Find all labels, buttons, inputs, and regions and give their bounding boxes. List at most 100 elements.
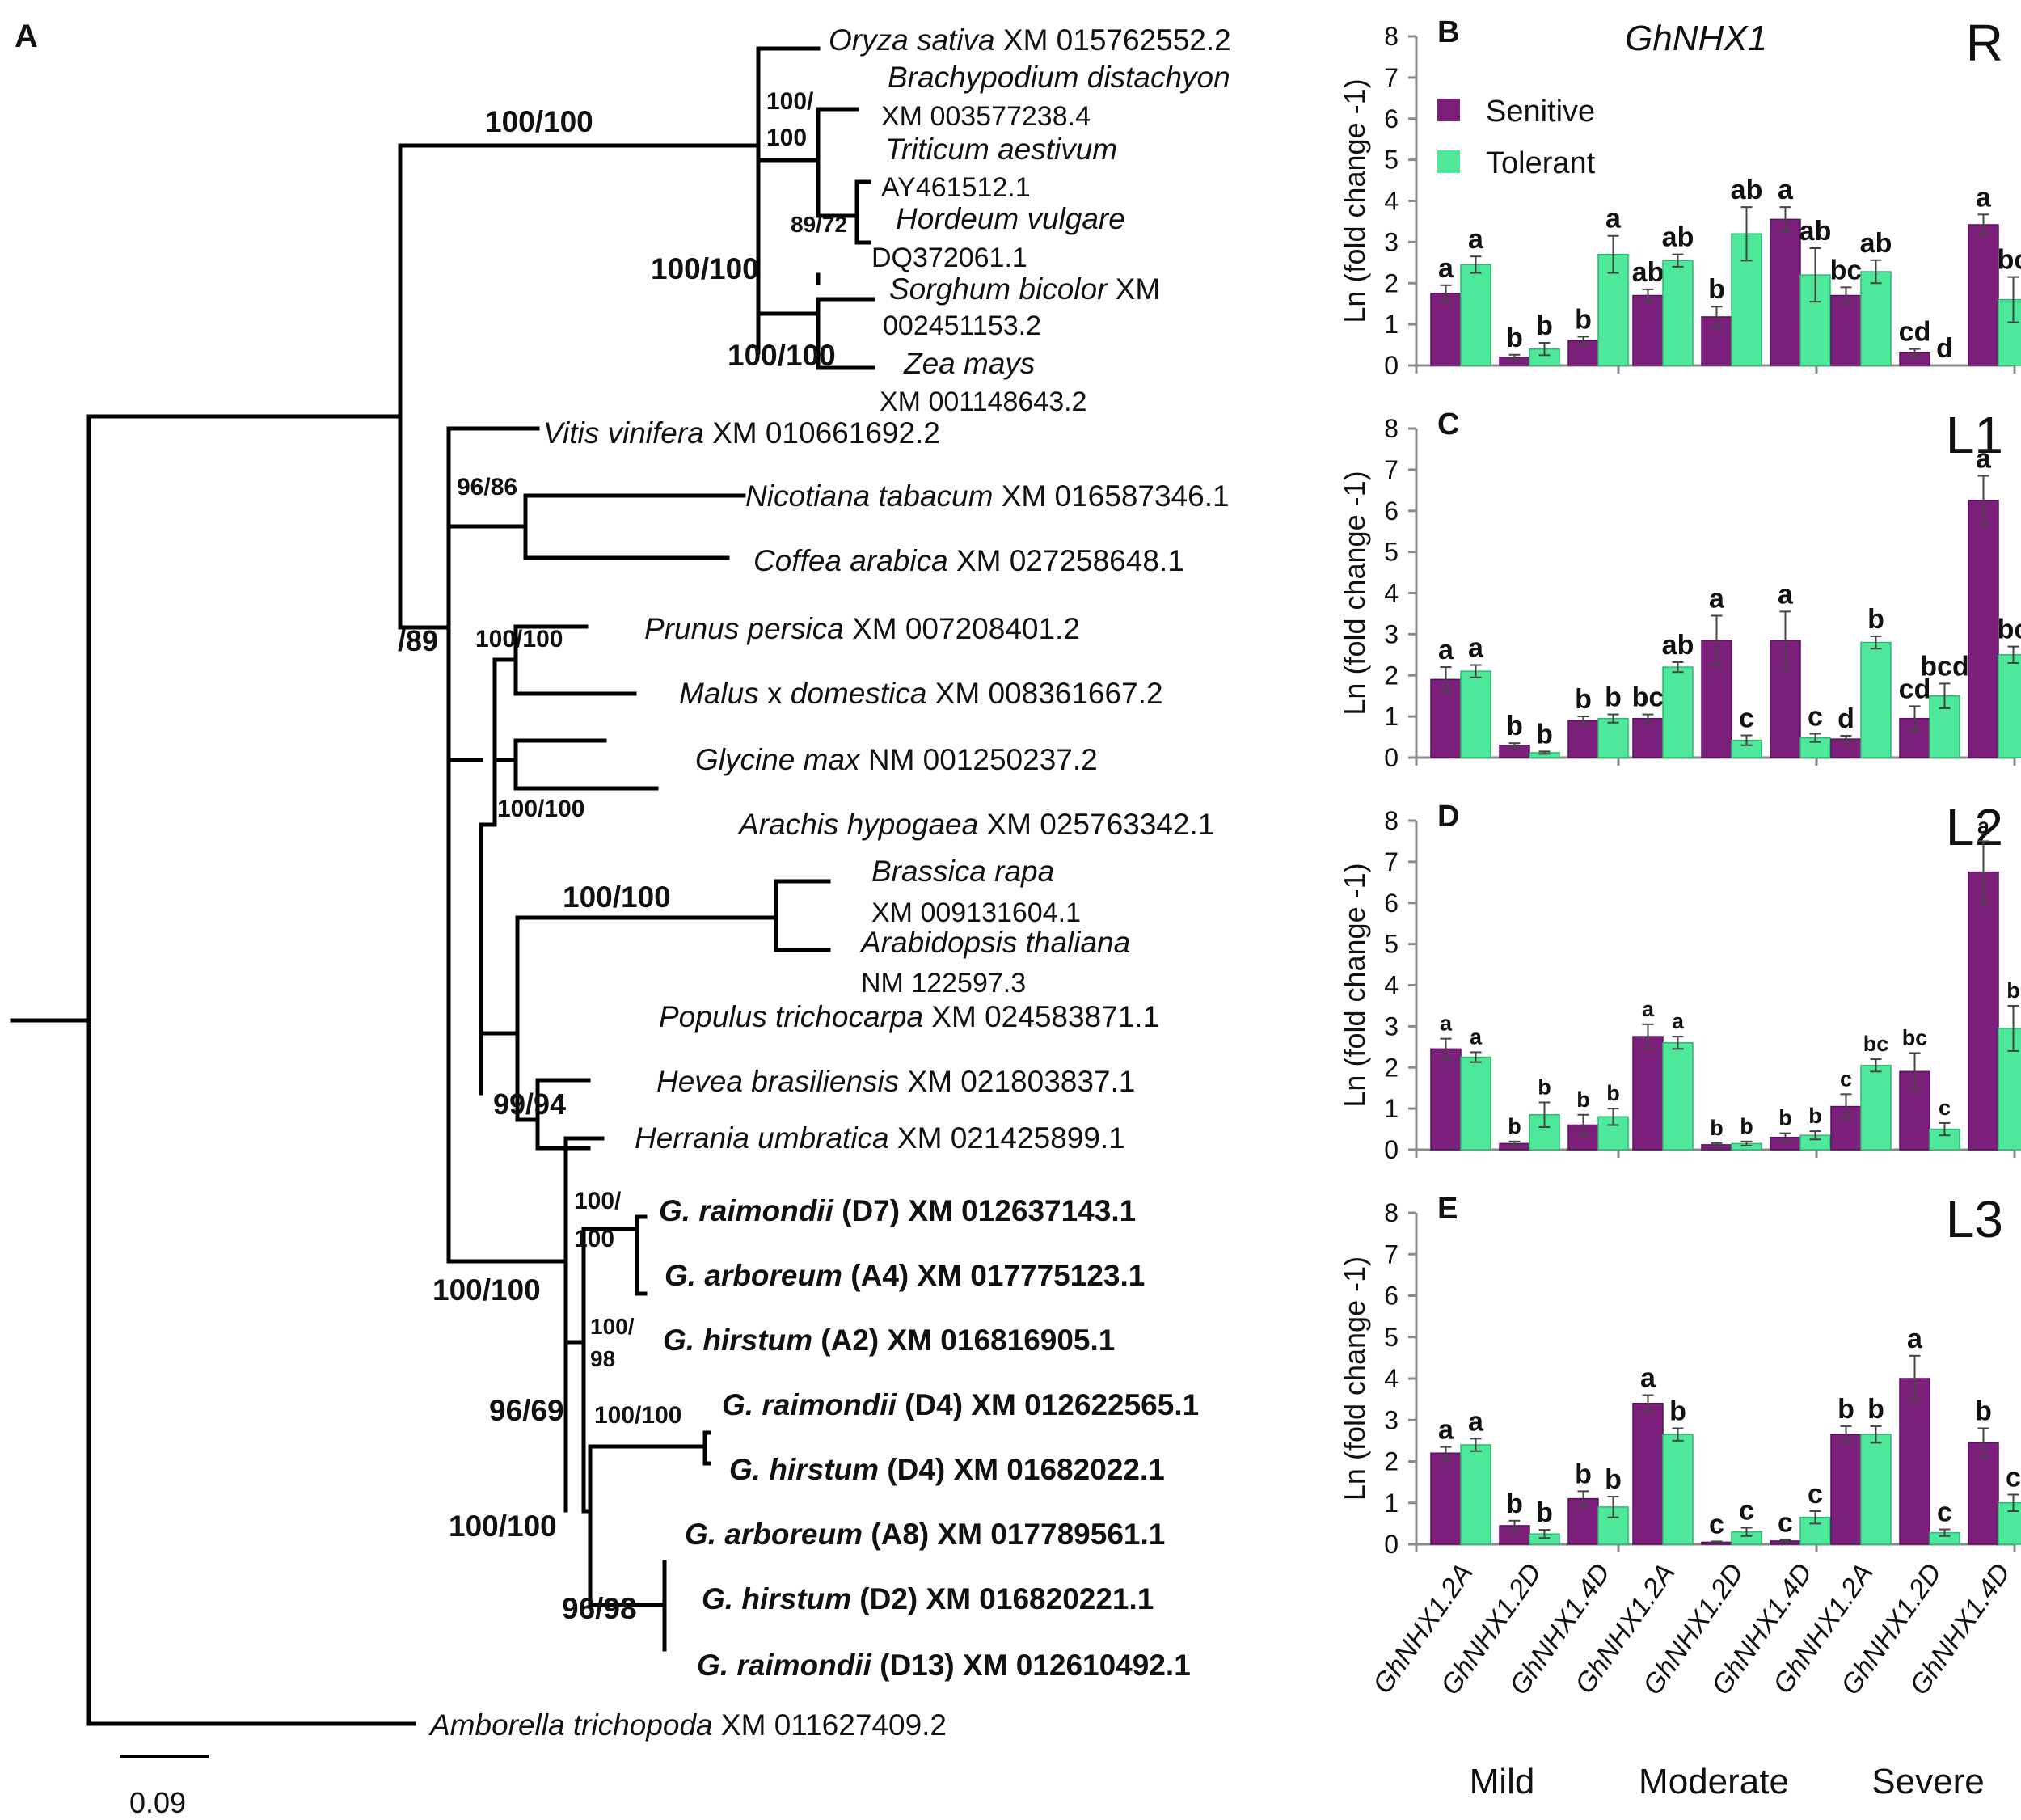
tip-accession-brachy: XM 003577238.4 — [881, 101, 1091, 132]
significance-label: a — [1642, 997, 1655, 1021]
significance-label: cd — [1899, 317, 1931, 348]
support-value-pooideae_b: 100 — [766, 125, 807, 151]
tip-label-graim_d7: G. raimondii (D7) XM 012637143.1 — [659, 1194, 1136, 1227]
tip-accession-triticum: AY461512.1 — [881, 172, 1031, 203]
legend-label-sensitive: Senitive — [1486, 95, 1595, 129]
significance-label: c — [2006, 1463, 2021, 1493]
bar-sensitive — [1632, 717, 1664, 758]
support-value-asterids: 96/86 — [457, 474, 517, 500]
y-axis-label: Ln (fold change -1) — [1338, 1256, 1371, 1501]
significance-label: b — [1975, 1396, 1992, 1427]
bar-tolerant — [1460, 670, 1491, 758]
significance-label: b — [1867, 1394, 1884, 1425]
bar-tolerant — [1998, 1028, 2021, 1151]
significance-label: b — [1576, 1087, 1590, 1112]
support-value-gossypium_b_b: 98 — [590, 1346, 615, 1371]
significance-label: b — [1536, 310, 1553, 341]
significance-label: a — [1976, 182, 1992, 213]
bar-tolerant — [1860, 641, 1892, 758]
tip-label-part: Arabidopsis thaliana — [859, 926, 1130, 959]
significance-label: a — [1605, 204, 1622, 234]
panel-letter-a: A — [15, 19, 38, 54]
significance-label: b — [2006, 978, 2020, 1003]
tip-label-part: XM 011627409.2 — [713, 1708, 947, 1742]
significance-label: a — [1778, 579, 1794, 610]
tip-label-part: Populus trichocarpa — [659, 1000, 923, 1033]
y-tick-label: 2 — [1384, 661, 1399, 690]
tip-label-part: XM 010661692.2 — [704, 416, 940, 450]
tip-label-part: Brassica rapa — [871, 855, 1054, 888]
significance-label: b — [1506, 1489, 1523, 1519]
y-axis-label: Ln (fold change -1) — [1338, 863, 1371, 1107]
bar-tolerant — [1460, 1444, 1491, 1545]
significance-label: bc — [1998, 245, 2021, 276]
significance-label: a — [1976, 444, 1992, 475]
support-value-gossypium_b_a: 100/ — [590, 1314, 635, 1339]
tip-label-part: Triticum aestivum — [885, 133, 1117, 166]
tip-label-part: (D4) XM 012622565.1 — [897, 1388, 1199, 1421]
bar-tolerant — [1662, 260, 1694, 366]
bar-sensitive — [1430, 1048, 1462, 1151]
y-tick-label: 6 — [1384, 1282, 1399, 1311]
tip-label-nicotiana: Nicotiana tabacum XM 016587346.1 — [745, 479, 1230, 513]
significance-label: c — [1709, 1509, 1724, 1539]
tree-branches — [10, 46, 875, 1726]
significance-label: c — [1808, 701, 1823, 732]
panel-letter-C: C — [1437, 407, 1459, 441]
tip-accession-brassica: XM 009131604.1 — [871, 897, 1081, 928]
tip-label-coffea: Coffea arabica XM 027258648.1 — [753, 544, 1184, 577]
tip-label-part: XM 016587346.1 — [993, 479, 1229, 513]
significance-label: c — [1840, 1066, 1852, 1091]
group-label: Severe — [1871, 1762, 1984, 1801]
significance-label: ab — [1799, 216, 1832, 247]
significance-label: c — [1739, 703, 1754, 734]
bar-sensitive — [1830, 294, 1862, 366]
tip-label-garb_a8: G. arboreum (A8) XM 017789561.1 — [685, 1518, 1165, 1551]
significance-label: c — [1939, 1096, 1951, 1120]
bar-tolerant — [1860, 1064, 1892, 1151]
tissue-label: L2 — [1946, 798, 2003, 856]
y-tick-label: 0 — [1384, 1530, 1399, 1559]
y-tick-label: 1 — [1384, 1489, 1399, 1518]
tip-label-hevea: Hevea brasiliensis XM 021803837.1 — [656, 1065, 1135, 1098]
tip-label-part: G. hirstum — [663, 1324, 812, 1357]
tip-label-part: XM 025763342.1 — [978, 808, 1214, 841]
tip-label-part: Malus — [679, 677, 759, 710]
bar-sensitive — [1430, 293, 1462, 366]
tip-label-part: NM 001250237.2 — [860, 743, 1098, 776]
tip-label-glycine: Glycine max NM 001250237.2 — [695, 743, 1098, 776]
significance-label: bc — [1632, 682, 1664, 713]
support-value-gossypium_a_a: 100/ — [574, 1188, 622, 1214]
tip-label-amborella: Amborella trichopoda XM 011627409.2 — [428, 1708, 947, 1742]
tip-label-part: (D2) XM 016820221.1 — [851, 1582, 1154, 1615]
bar-tolerant — [1998, 298, 2021, 366]
bar-tolerant — [1597, 717, 1629, 758]
scale-bar-label: 0.09 — [129, 1786, 186, 1819]
support-value-brassicaceae: 100/100 — [563, 880, 671, 914]
tip-label-part: Glycine max — [695, 743, 861, 776]
tip-label-garb_a4: G. arboreum (A4) XM 017775123.1 — [665, 1259, 1145, 1292]
significance-label: a — [1778, 175, 1794, 205]
significance-label: a — [1438, 635, 1454, 665]
tip-accession-arabidopsis: NM 122597.3 — [861, 968, 1026, 999]
bar-tolerant — [1860, 1434, 1892, 1545]
tip-label-ghir_d4: G. hirstum (D4) XM 01682022.1 — [729, 1453, 1165, 1486]
tip-label-part: XM 015762552.2 — [995, 23, 1231, 57]
y-tick-label: 7 — [1384, 1239, 1399, 1269]
bar-sensitive — [1968, 871, 1999, 1151]
bar-tolerant — [1998, 654, 2021, 758]
tip-label-triticum: Triticum aestivum — [885, 133, 1117, 166]
tissue-label: L1 — [1946, 406, 2003, 464]
tip-label-part: G. hirstum — [729, 1453, 879, 1486]
significance-label: ab — [1860, 228, 1892, 259]
y-tick-label: 1 — [1384, 702, 1399, 731]
y-tick-label: 5 — [1384, 146, 1399, 175]
bar-tolerant — [1860, 271, 1892, 366]
significance-label: b — [1778, 1106, 1792, 1130]
tip-label-part: Oryza sativa — [829, 23, 995, 57]
support-value-root_eudicot: /89 — [398, 624, 438, 657]
tip-label-hordeum: Hordeum vulgare — [896, 202, 1125, 235]
tip-label-part: (D4) XM 01682022.1 — [879, 1453, 1165, 1486]
